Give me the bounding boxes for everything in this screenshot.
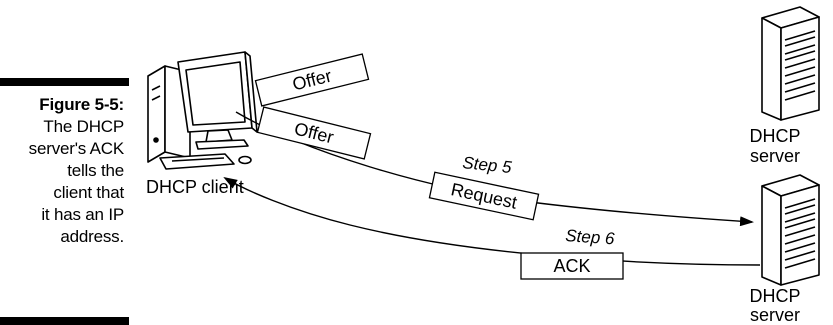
ack-message-box: ACK (520, 252, 624, 280)
ack-label: ACK (553, 256, 590, 276)
client-computer-icon (147, 51, 258, 170)
caption-line: The DHCP (43, 117, 124, 136)
caption-line: client that (53, 183, 124, 202)
server-icon (761, 6, 820, 121)
step-5-label: Step 5 (462, 153, 513, 177)
caption-line: address. (60, 227, 124, 246)
request-message-box: Request (428, 171, 540, 221)
offer-message-box: Offer (254, 53, 370, 107)
caption-line: server's ACK (28, 139, 125, 158)
server-label-line2: server (750, 305, 800, 325)
caption-top-rule (0, 78, 129, 86)
ack-arrow (223, 176, 761, 266)
figure-number: Figure 5-5: (39, 95, 124, 114)
server-label-line2: server (750, 146, 800, 166)
step-6-label: Step 6 (565, 226, 616, 248)
figure-caption: Figure 5-5: The DHCP server's ACK tells … (0, 94, 125, 248)
server-label-line1: DHCP (749, 126, 800, 146)
caption-line: tells the (67, 161, 124, 180)
client-label: DHCP client (146, 177, 244, 197)
caption-bottom-rule (0, 317, 129, 325)
server-icon (761, 174, 820, 286)
offer-message-box: Offer (256, 106, 372, 160)
caption-line: it has an IP (41, 205, 124, 224)
server-label-line1: DHCP (749, 286, 800, 306)
